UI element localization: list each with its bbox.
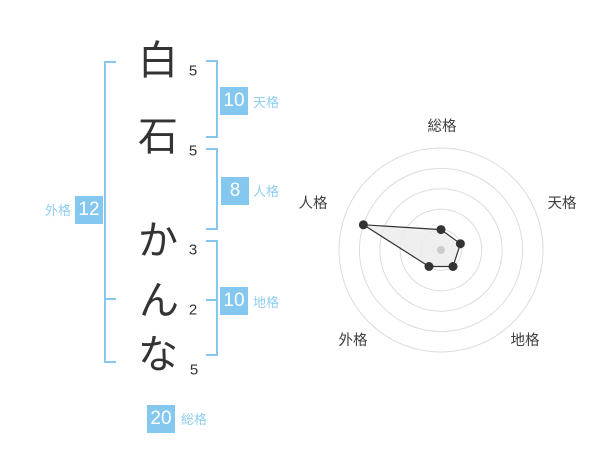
chikaku-value-badge: 10	[220, 287, 248, 315]
tenkaku-label: 天格	[253, 95, 280, 110]
radar-grid-ring	[338, 147, 544, 353]
radar-axis-label: 人格	[299, 195, 328, 212]
radar-chart-panel: 総格天格地格 外格 人格	[291, 100, 591, 370]
radar-axis-label: 地格	[511, 332, 540, 349]
radar-data-point	[448, 262, 458, 271]
radar-data-point	[436, 225, 446, 235]
radar-data-point	[424, 262, 434, 271]
jinkaku-bracket	[206, 148, 218, 230]
stroke-count-2: 5	[188, 142, 198, 160]
soukaku-label: 総格	[181, 412, 208, 427]
chikaku-bracket	[206, 240, 218, 356]
jinkaku-label: 人格	[253, 184, 280, 199]
stroke-count-5: 5	[189, 361, 199, 379]
jinkaku-value-badge: 8	[221, 177, 249, 205]
name-character-4: ん	[139, 279, 179, 323]
gaikaku-bracket	[104, 61, 116, 363]
tenkaku-value-badge: 10	[220, 87, 248, 115]
radar-axis-label: 外格	[339, 332, 368, 349]
gaikaku-value-badge: 12	[75, 196, 103, 224]
soukaku-value-badge: 20	[147, 405, 175, 433]
gaikaku-label: 外格	[44, 203, 71, 218]
radar-axis-label: 総格	[428, 118, 457, 135]
stroke-count-3: 3	[188, 241, 198, 259]
chikaku-label: 地格	[253, 295, 280, 310]
radar-center-dot	[437, 246, 445, 254]
tenkaku-bracket	[206, 60, 218, 138]
stroke-count-1: 5	[188, 62, 198, 80]
name-character-1: 白	[138, 39, 178, 83]
name-character-2: 石	[138, 115, 178, 159]
radar-grid-ring	[358, 167, 524, 333]
name-structure-panel: 白 石 か ん な 5 5 3 2 5 10 天格 8 人格 10 地格 外格 …	[44, 39, 280, 433]
radar-data-point	[358, 220, 368, 230]
radar-data-polygon	[363, 224, 462, 268]
stroke-count-4: 2	[188, 301, 198, 319]
name-character-3: か	[138, 219, 178, 263]
name-character-5: な	[138, 333, 178, 377]
radar-data-point	[455, 239, 465, 249]
radar-axis-label: 天格	[548, 195, 577, 212]
radar-grid-ring	[399, 208, 483, 292]
radar-grid-ring	[379, 188, 503, 312]
